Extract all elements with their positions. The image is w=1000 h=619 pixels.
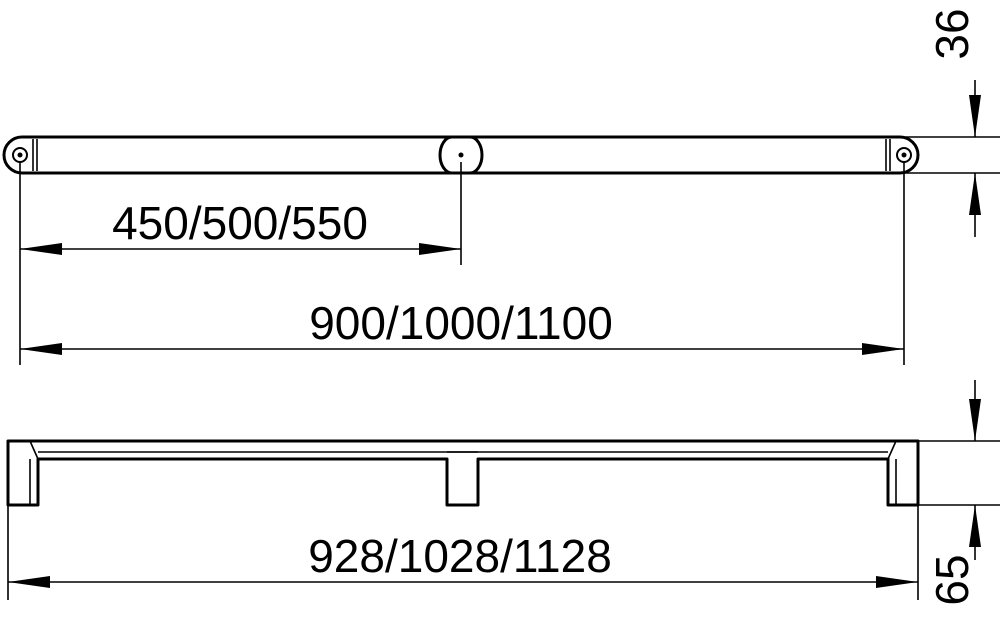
top-view-bar-outline [2,135,920,175]
dimension-label-overall: 928/1028/1128 [308,530,612,582]
dimension-center-spacing: 450/500/550 [20,197,461,255]
dimension-projection: 65 [926,380,981,606]
middle-mounting-hole-icon [458,152,464,158]
right-post-bevel [887,440,897,460]
left-post-bevel [29,440,39,460]
dimension-overall-length: 928/1028/1128 [8,530,918,588]
front-view-bar-outline [6,439,920,507]
dimension-mounting-distance: 900/1000/1100 [20,297,904,355]
dimension-label-mounting: 900/1000/1100 [309,297,613,349]
dimension-label-thickness: 36 [926,8,978,59]
front-view-extension-lines [7,440,1000,600]
dimension-label-projection: 65 [926,554,978,605]
dimension-label-center: 450/500/550 [112,197,368,249]
dimension-thickness: 36 [926,8,981,237]
right-mounting-hole-center [901,152,907,158]
top-view-extension-lines [19,136,1000,365]
front-view [6,439,920,507]
left-mounting-hole-center [17,152,23,158]
middle-bracket [438,135,484,175]
